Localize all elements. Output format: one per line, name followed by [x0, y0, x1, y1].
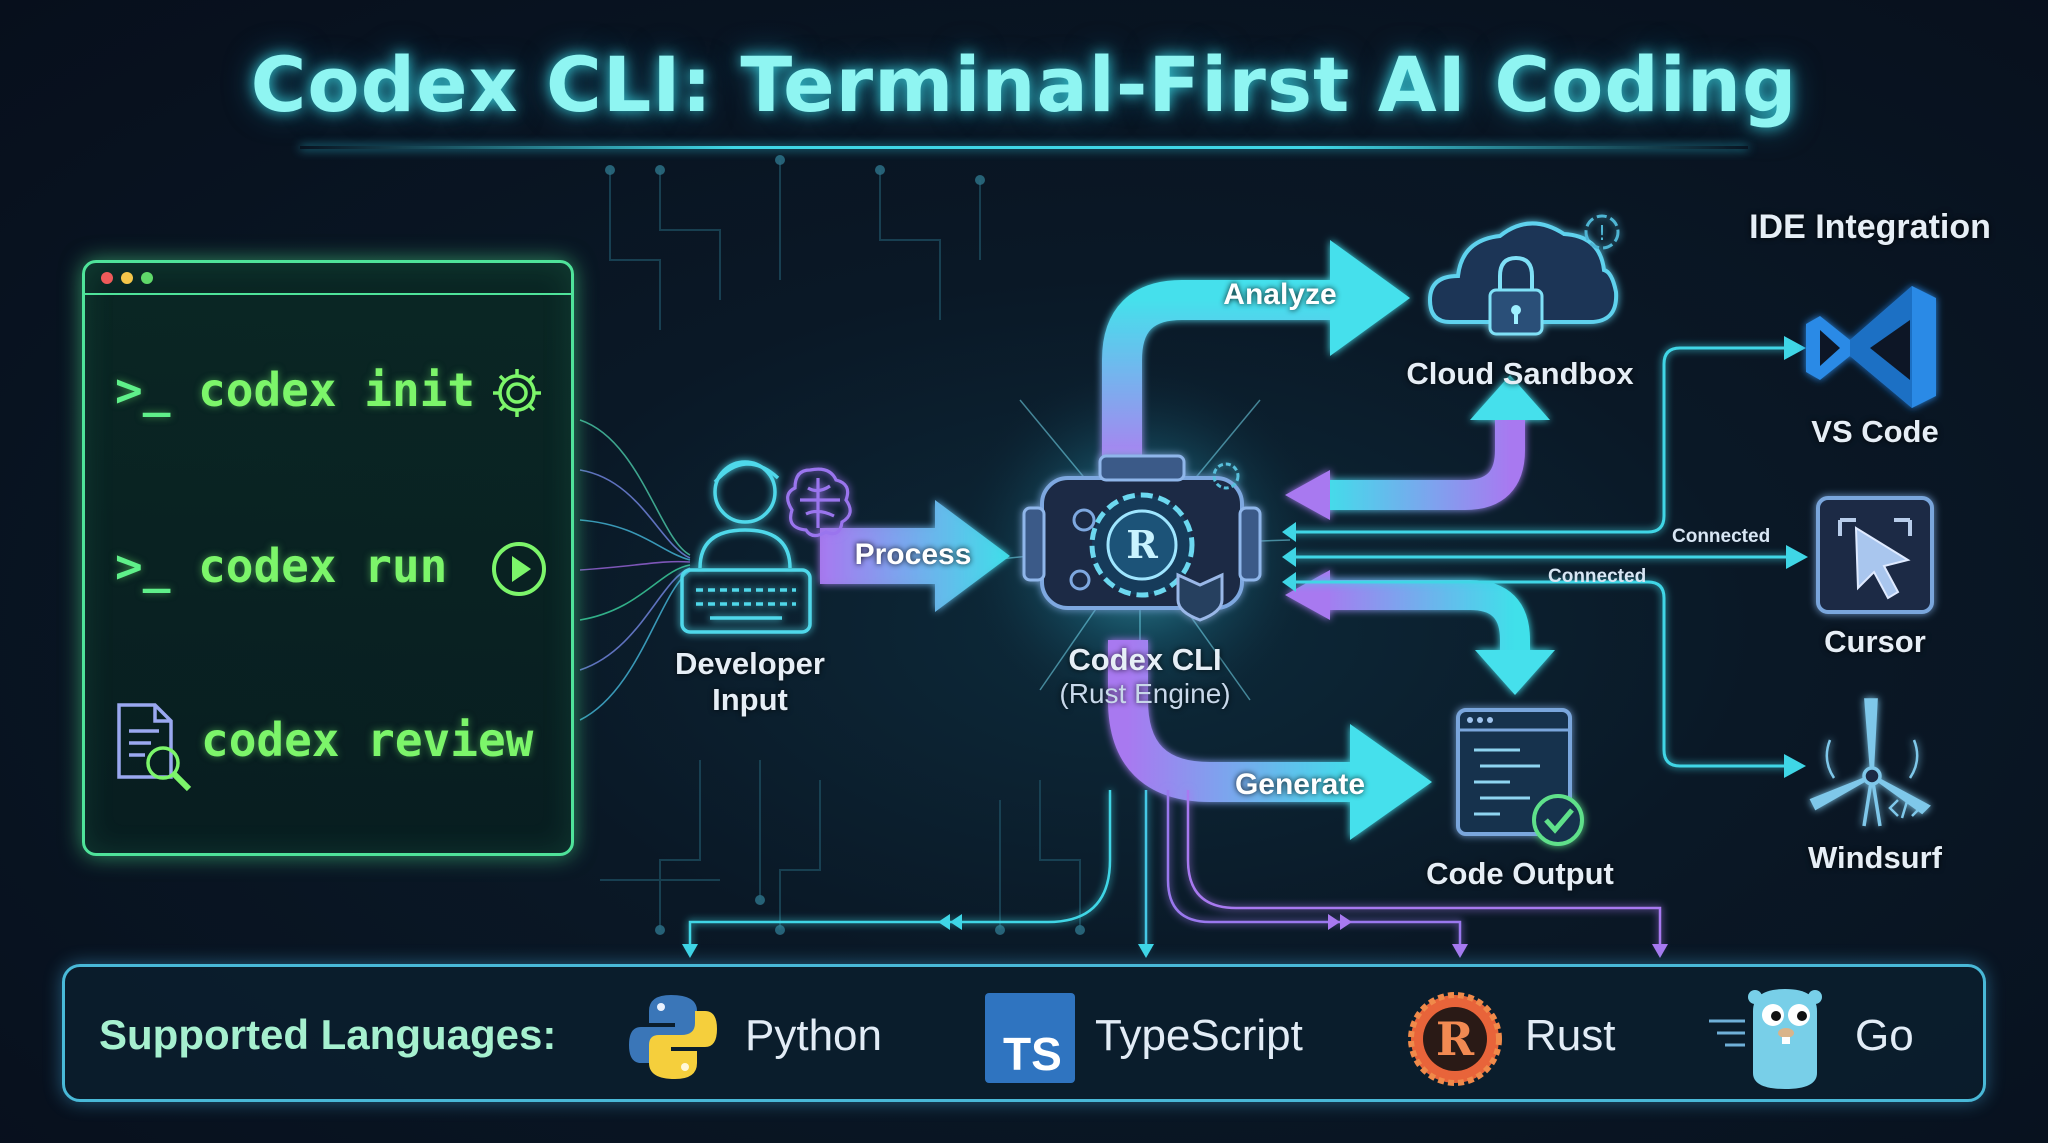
ide-windsurf-label[interactable]: Windsurf	[1807, 840, 1943, 875]
terminal-title-bar	[85, 263, 571, 295]
process-arrow	[820, 500, 1010, 612]
svg-text:R: R	[1126, 522, 1158, 567]
developer-icon	[680, 460, 812, 634]
terminal-window: >_ codex init >_ codex run codex review	[82, 260, 574, 856]
output-feed-arrow	[1285, 570, 1555, 695]
code-output-icon	[1456, 708, 1584, 846]
ide-vscode-label[interactable]: VS Code	[1811, 414, 1939, 449]
language-typescript: TypeScript	[1095, 1011, 1303, 1060]
circuit-traces	[600, 160, 1081, 930]
typescript-badge-text: TS	[1003, 1028, 1062, 1080]
developer-label-line1: Developer	[675, 646, 825, 681]
codex-cli-label: Codex CLI (Rust Engine)	[1010, 642, 1280, 710]
command-text: codex init	[198, 363, 476, 417]
cloud-return-arrow	[1285, 375, 1550, 520]
page-title: Codex CLI: Terminal-First AI Coding	[250, 40, 1798, 129]
connected-label-vscode: Connected	[1672, 526, 1771, 547]
supported-languages-bar: Supported Languages: Python TS TypeScrip…	[62, 964, 1986, 1102]
analyze-label: Analyze	[1223, 278, 1337, 311]
maximize-dot	[141, 272, 153, 284]
languages-heading: Supported Languages:	[99, 1011, 557, 1058]
process-label: Process	[854, 538, 972, 571]
go-gopher-icon	[1709, 989, 1822, 1089]
title-underline	[300, 146, 1748, 149]
cloud-sandbox-label: Cloud Sandbox	[1406, 356, 1634, 391]
developer-input-label: Developer Input	[640, 646, 860, 718]
rust-logo-icon: R	[1408, 992, 1502, 1086]
cursor-icon	[1816, 496, 1934, 614]
prompt-symbol: >_	[115, 363, 171, 417]
close-dot	[101, 272, 113, 284]
connected-label-windsurf: Connected	[1548, 566, 1647, 587]
vscode-icon	[1806, 286, 1936, 408]
brain-icon	[786, 467, 852, 538]
language-go: Go	[1855, 1011, 1914, 1060]
minimize-dot	[121, 272, 133, 284]
command-run[interactable]: >_ codex run	[115, 539, 447, 593]
codex-label-line1: Codex CLI	[1068, 642, 1222, 677]
generate-arrow	[1108, 640, 1432, 840]
python-logo-icon	[629, 995, 717, 1079]
developer-label-line2: Input	[712, 682, 788, 717]
prompt-symbol: >_	[115, 539, 171, 593]
language-rust: Rust	[1525, 1011, 1616, 1060]
generate-label: Generate	[1234, 768, 1366, 801]
ide-connectors	[1290, 346, 1790, 768]
command-review[interactable]: codex review	[201, 713, 533, 767]
language-python: Python	[745, 1011, 882, 1060]
command-text: codex review	[201, 713, 534, 767]
ide-integration-heading: IDE Integration	[1749, 208, 1991, 246]
command-init[interactable]: >_ codex init	[115, 363, 475, 417]
analyze-arrow	[1102, 240, 1410, 470]
typescript-logo-icon: TS	[985, 993, 1075, 1083]
codex-label-line2: (Rust Engine)	[1059, 678, 1231, 709]
language-feed-lines	[688, 790, 1662, 950]
document-search-icon	[117, 703, 192, 792]
command-text: codex run	[198, 539, 448, 593]
ide-cursor-label[interactable]: Cursor	[1824, 624, 1926, 659]
svg-text:!: !	[1598, 221, 1606, 245]
cloud-lock-icon: !	[1427, 214, 1620, 336]
codex-engine-icon: R	[1022, 454, 1262, 622]
rust-badge-text: R	[1436, 1012, 1475, 1066]
play-icon	[492, 542, 546, 596]
gear-icon	[493, 369, 541, 417]
code-output-label: Code Output	[1426, 856, 1614, 891]
data-stream-lines	[579, 419, 691, 721]
windsurf-icon	[1809, 698, 1931, 827]
